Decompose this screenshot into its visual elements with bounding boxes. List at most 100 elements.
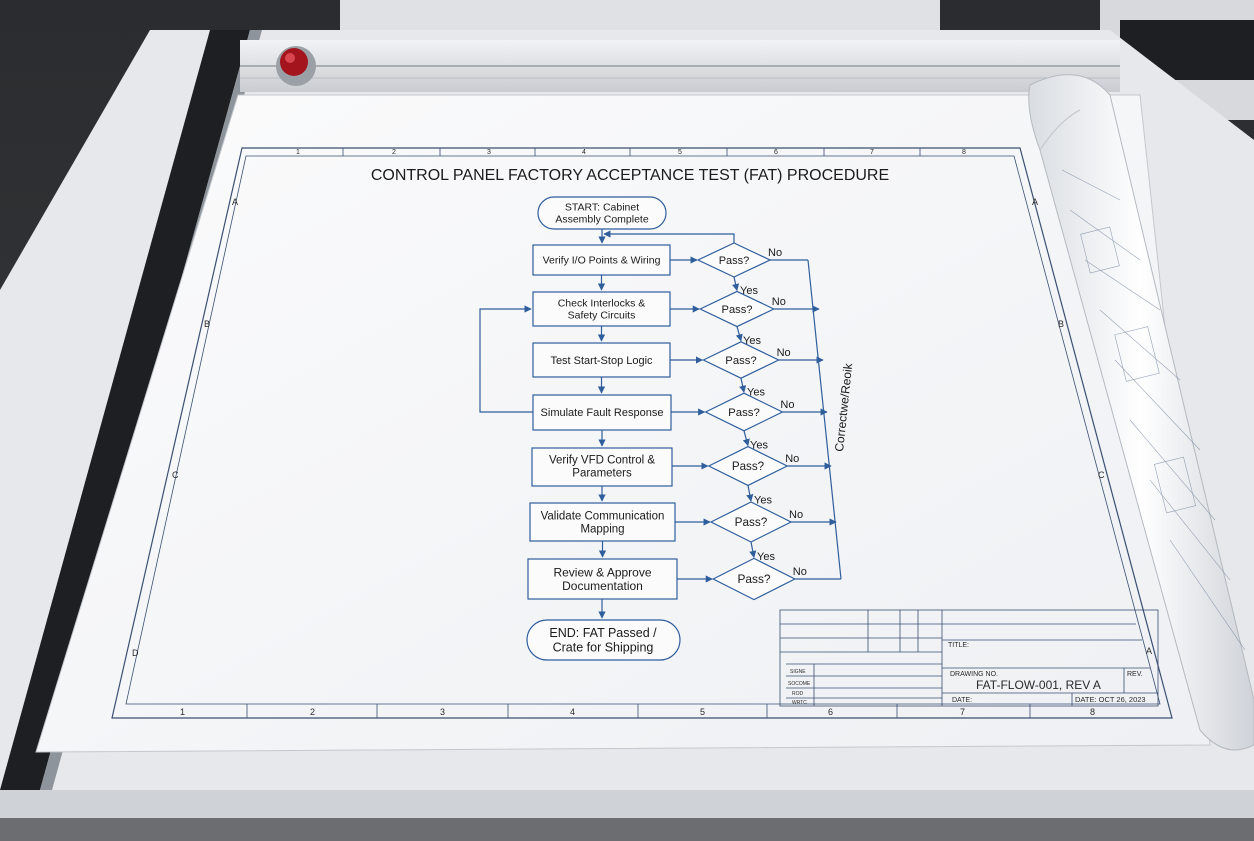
yes-label: Yes [754,495,772,507]
no-label: No [780,399,794,411]
process-text: Documentation [562,579,643,593]
process-text: Check Interlocks & [558,298,646,310]
process-text: Review & Approve [553,565,651,579]
drawing-border [111,147,1173,719]
decision-text: Pass? [725,355,756,367]
top-zone-marks [342,148,921,156]
title-block-text: TITLE: DRAWING NO. REV. FAT-FLOW-001, RE… [788,642,1146,706]
yes-label: Yes [750,440,768,452]
end-text: END: FAT Passed / [549,626,657,640]
decision-text: Pass? [719,255,750,267]
floor [0,818,1254,841]
red-button-icon[interactable] [276,46,316,86]
no-label: No [785,453,799,465]
top-zone-label: 7 [870,149,874,156]
no-label: No [777,347,791,359]
drawing-date: DATE: OCT 26, 2023 [1075,695,1146,704]
no-label: No [768,247,782,259]
left-zone-label: A [232,197,238,207]
retest-loop-arrow [479,305,533,413]
process-text: Test Start-Stop Logic [550,355,653,367]
process-text: Validate Communication [541,510,665,522]
decision-pass: Pass? [707,445,789,487]
top-zone-label: 3 [487,149,491,156]
bottom-zone-label: 1 [180,707,185,717]
table-front-edge [0,790,1254,820]
sign-row: SOCOME [788,681,811,687]
title-block [779,609,1159,707]
yes-label: Yes [757,551,775,563]
right-zone-label: B [1058,319,1064,329]
decision-text: Pass? [728,407,760,419]
end-terminal: END: FAT Passed /Crate for Shipping [526,619,681,661]
back-desk [340,0,940,30]
bottom-zone-label: 6 [828,707,833,717]
date-label: DATE: [952,697,972,704]
top-zone-labels: 1 2 3 4 5 6 7 8 [296,149,966,156]
rework-line [807,259,842,580]
left-zone-label: D [132,648,139,658]
sign-row: ROD [792,691,804,697]
end-shape [526,619,681,661]
top-zone-label: 6 [774,149,778,156]
process-step: Check Interlocks &Safety Circuits [532,291,671,327]
sign-row: SIGNE [790,669,806,675]
bottom-zone-label: 2 [310,707,315,717]
process-box [532,394,672,431]
process-step: Verify I/O Points & Wiring [532,244,671,276]
yes-label: Yes [747,387,765,399]
process-text: Verify VFD Control & [549,454,655,466]
loop-back-arrow [603,230,735,243]
top-zone-label: 5 [678,149,682,156]
yes-arrow [749,541,757,559]
yes-arrow [742,430,750,447]
left-zone-label: C [172,470,179,480]
decision-pass: Pass? [709,501,793,543]
yes-arrow [739,378,747,393]
bottom-zone-labels: 1 2 3 4 5 6 7 8 [180,707,1095,717]
right-zone-label: A [1146,646,1152,656]
decision-text: Pass? [737,572,770,586]
top-zone-label: 1 [296,149,300,156]
process-box [532,244,671,276]
start-text: START: Cabinet [565,202,639,214]
drawing-no-label: DRAWING NO. [950,671,998,678]
bottom-zone-label: 7 [960,707,965,717]
decision-text: Pass? [735,516,768,529]
start-text: Assembly Complete [555,214,649,226]
decision-pass: Pass? [698,290,776,328]
process-text: Safety Circuits [568,310,636,322]
process-step: Simulate Fault Response [532,394,672,431]
top-zone-label: 4 [582,149,586,156]
left-zone-label: B [204,319,210,329]
process-text: Parameters [572,468,632,480]
yes-arrow [735,326,743,342]
no-label: No [772,296,786,308]
process-step: Test Start-Stop Logic [532,342,671,378]
decision-text: Pass? [722,304,753,316]
diagram-title: CONTROL PANEL FACTORY ACCEPTANCE TEST (F… [371,167,889,184]
rolled-drawing [1028,74,1254,751]
yes-label: Yes [743,335,761,347]
rev-label: REV. [1127,671,1143,678]
drafting-ruler[interactable] [0,30,250,790]
yes-arrow [746,485,754,502]
side-zone-labels: A B C D A B C A [132,197,1152,658]
no-label: No [789,509,803,521]
bottom-zone-label: 4 [570,707,575,717]
end-text: Crate for Shipping [553,641,654,655]
title-label: TITLE: [948,642,969,649]
decision-text: Pass? [732,460,765,473]
bottom-zone-label: 5 [700,707,705,717]
bottom-zone-label: 8 [1090,707,1095,717]
sign-row: WRTC [792,700,807,706]
process-text: Mapping [580,524,624,536]
top-zone-label: 8 [962,149,966,156]
drawing-number: FAT-FLOW-001, REV A [976,678,1101,692]
right-zone-label: A [1032,197,1038,207]
process-box [529,502,676,542]
